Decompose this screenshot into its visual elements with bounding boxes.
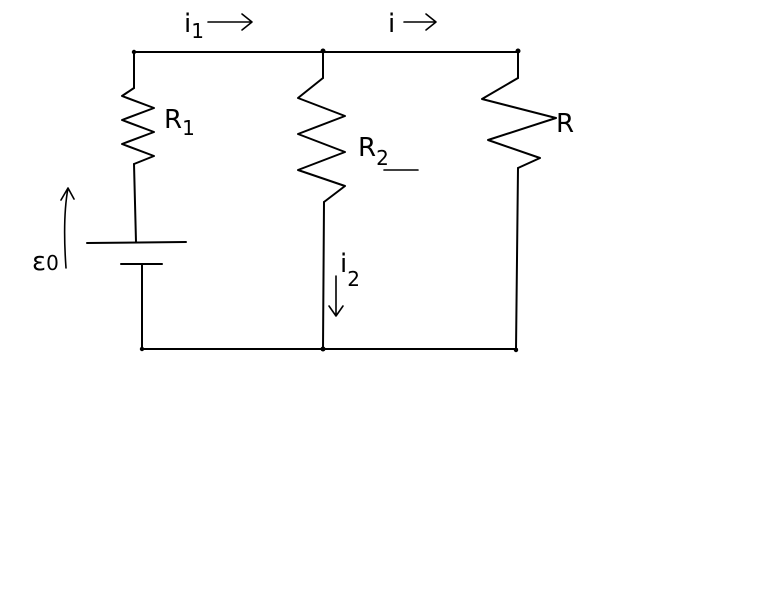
left-wire-middle: [133, 163, 137, 243]
resistor-r: [481, 77, 557, 169]
right-wire-lower: [515, 167, 519, 351]
label-r2: R2: [358, 133, 389, 170]
label-i: i: [388, 9, 395, 39]
resistor-r1: [121, 87, 155, 165]
battery-long-plate: [86, 241, 187, 244]
label-emf: ε0: [32, 247, 59, 277]
resistor-r2: [297, 77, 346, 203]
arrow-emf: [60, 187, 75, 269]
label-r1: R1: [164, 105, 195, 140]
middle-wire-lower: [322, 201, 325, 350]
arrow-i2: [328, 275, 344, 317]
arrow-i: [403, 13, 437, 31]
label-i2: i2: [340, 249, 360, 291]
arrow-i1: [207, 13, 253, 31]
label-r: R: [556, 109, 574, 139]
label-i1: i1: [184, 9, 204, 43]
